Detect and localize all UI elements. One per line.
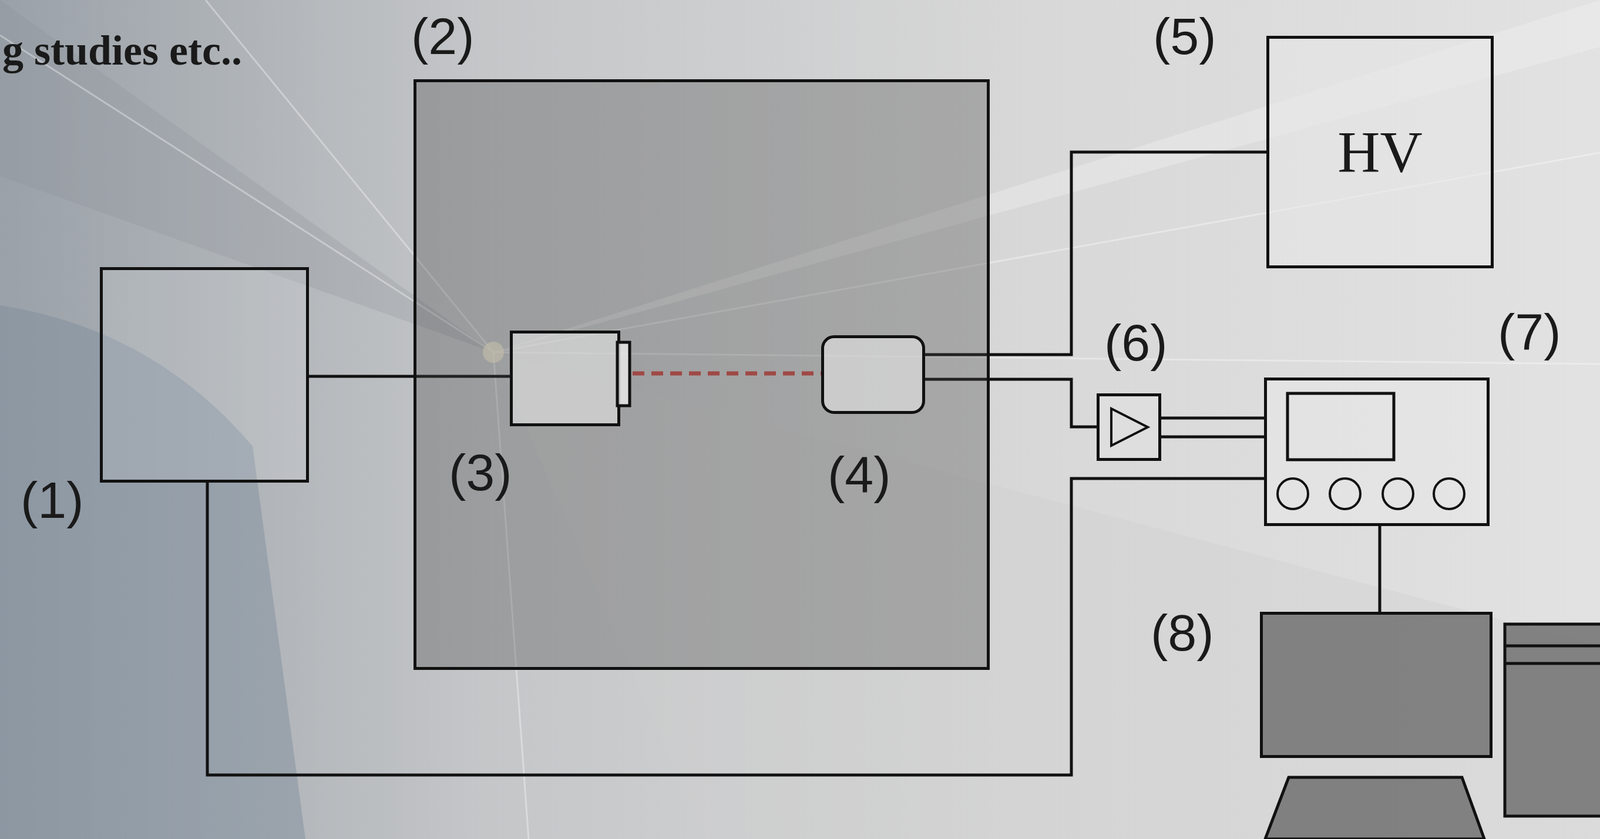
hv-supply-box: (5)HV [1266,35,1494,269]
scope-screen [1287,393,1394,460]
callout-number: (2) [411,10,475,63]
wire-connector [1379,526,1381,613]
callout-number: (7) [1497,306,1562,359]
wire-path [1378,526,1382,613]
drive-bay [1504,644,1600,648]
computer-tower [1504,624,1600,817]
drive-bay [1504,662,1600,666]
scope-knob [1382,478,1414,510]
laser-aperture [617,342,630,406]
wire-connector [1161,418,1265,438]
oscilloscope-box: (7) [1264,377,1490,527]
detector-box: (4) [821,335,926,415]
wire-path [1161,435,1265,439]
scope-knob [1277,478,1309,510]
keyboard [1265,777,1485,839]
box-label: HV [1337,122,1423,182]
callout-number: (4) [827,449,892,502]
source-box: (1) [99,267,309,483]
computer-monitor: (8) [1259,612,1493,759]
enclosure-box: (2)(3)(4) [413,79,990,671]
callout-number: (6) [1104,317,1168,369]
callout-number: (8) [1150,607,1215,660]
scope-graphic [1266,380,1487,524]
callout-number: (5) [1153,10,1217,63]
callout-number: (1) [20,474,84,527]
amplifier-symbol [1111,408,1148,446]
tab-graphic [512,333,618,424]
scope-knob [1329,478,1361,510]
amp-graphic [1099,396,1159,459]
amplifier-box: (6) [1096,393,1162,462]
wire-path [1161,417,1265,420]
laser-box: (3) [509,330,621,427]
scope-knob [1433,478,1465,510]
heading-fragment: g studies etc.. [2,29,242,72]
callout-number: (3) [448,446,513,499]
